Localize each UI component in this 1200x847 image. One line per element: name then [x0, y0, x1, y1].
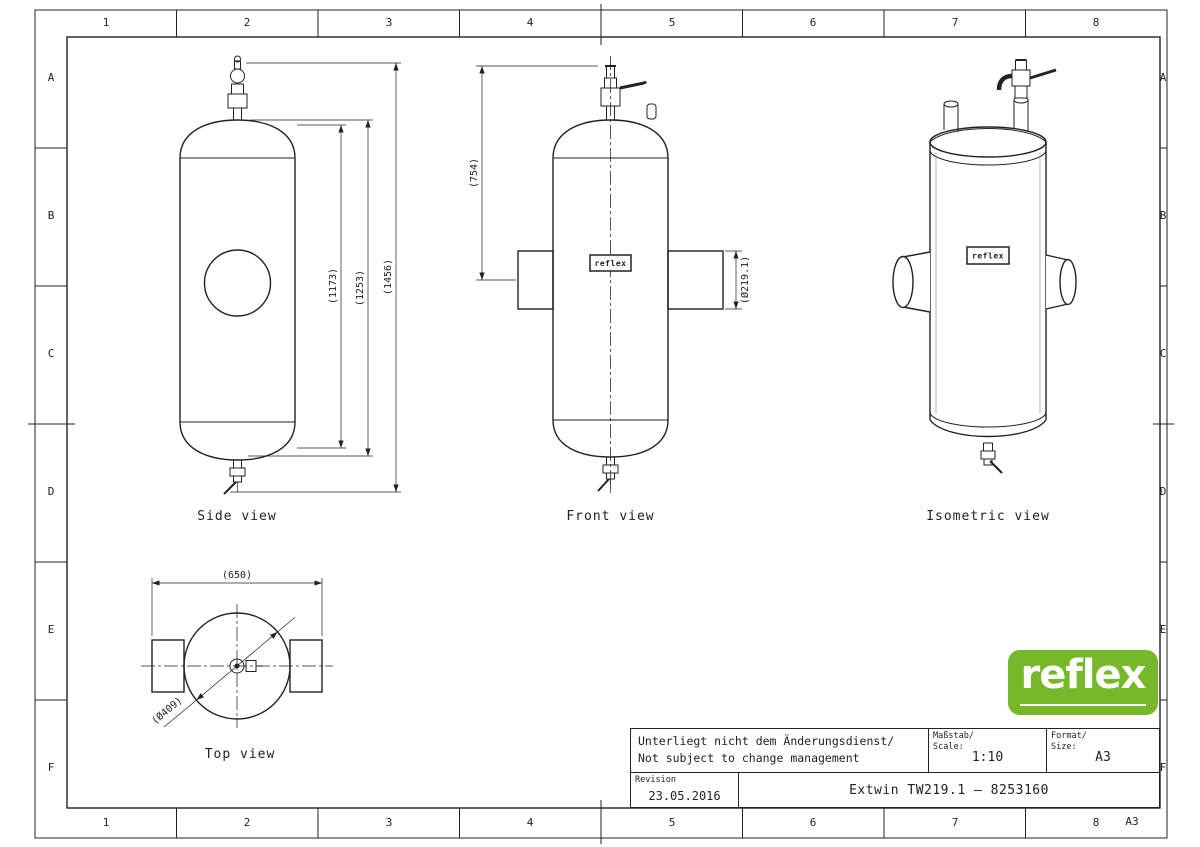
title-block: Unterliegt nicht dem Änderungsdienst/ No…: [630, 728, 1160, 808]
row-label-right: B: [1159, 209, 1167, 222]
change-management-note: Unterliegt nicht dem Änderungsdienst/ No…: [631, 729, 929, 772]
col-label-top: 3: [385, 16, 393, 29]
front-nameplate: [589, 254, 632, 272]
col-label-top: 6: [809, 16, 817, 29]
reflex-logo-underline: [1020, 703, 1146, 706]
col-label-bottom: 1: [102, 816, 110, 829]
iso-view-label: Isometric view: [926, 509, 1050, 524]
col-label-bottom: 8: [1092, 816, 1100, 829]
inner-border: [66, 36, 1161, 809]
iso-nameplate-text: reflex: [972, 252, 1004, 261]
revision-label: Revision: [635, 775, 676, 785]
front-nameplate-text: reflex: [595, 259, 627, 268]
note-line-en: Not subject to change management: [638, 751, 860, 766]
dim-d409-label: (Ø409): [149, 694, 184, 726]
format-label: Format/ Size:: [1051, 731, 1087, 752]
frame-ticks: [28, 4, 1174, 844]
scale-label: Maßstab/ Scale:: [933, 731, 974, 752]
side-view-label: Side view: [197, 509, 276, 524]
row-label-right: A: [1159, 71, 1167, 84]
front-left-nozzle: [517, 250, 554, 310]
row-label-left: C: [47, 347, 55, 360]
side-view: (1173) (1253) (1456) Side view: [179, 55, 401, 524]
col-label-bottom: 7: [951, 816, 959, 829]
col-label-top: 2: [243, 16, 251, 29]
title-block-row2: Revision 23.05.2016 Extwin TW219.1 – 825…: [631, 773, 1159, 808]
row-label-right: C: [1159, 347, 1167, 360]
col-label-bottom: 2: [243, 816, 251, 829]
iso-safety-valve: [996, 59, 1057, 99]
format-value: A3: [1095, 750, 1111, 765]
front-bottom-drain: [597, 456, 619, 493]
side-extension-lines: [230, 62, 401, 493]
row-label-right: F: [1159, 761, 1167, 774]
dim-1173-label: (1173): [328, 268, 339, 304]
front-right-nozzle: [667, 250, 724, 310]
side-nozzle-circle: [203, 249, 272, 317]
outer-border: [34, 9, 1168, 839]
iso-side-nozzles: [892, 251, 1077, 313]
col-label-bottom: 6: [809, 816, 817, 829]
col-label-bottom: 3: [385, 816, 393, 829]
col-label-bottom: 4: [526, 816, 534, 829]
dim-d219-label: (Ø219.1): [739, 256, 751, 304]
front-view: reflex (754) (Ø219.1): [469, 56, 751, 524]
col-label-top: 1: [102, 16, 110, 29]
drawing-title: Extwin TW219.1 – 8253160: [849, 782, 1049, 798]
dim-754-label: (754): [469, 158, 480, 188]
reflex-logo-text: reflex: [1020, 652, 1147, 698]
scale-value: 1:10: [971, 750, 1004, 765]
format-cell: Format/ Size: A3: [1047, 729, 1159, 772]
isometric-view: reflex Isometric view: [892, 59, 1077, 524]
row-label-right: E: [1159, 623, 1167, 636]
title-block-row1: Unterliegt nicht dem Änderungsdienst/ No…: [631, 729, 1159, 773]
row-label-left: A: [47, 71, 55, 84]
row-label-left: D: [47, 485, 55, 498]
iso-nameplate: [966, 246, 1010, 265]
reflex-logo: reflex: [1008, 650, 1158, 715]
front-dim-d219: [725, 250, 742, 310]
revision-cell: Revision 23.05.2016: [631, 773, 739, 808]
scale-cell: Maßstab/ Scale: 1:10: [929, 729, 1047, 772]
dim-1456-label: (1456): [383, 259, 394, 295]
top-dim-650: [151, 578, 323, 636]
row-label-left: E: [47, 623, 55, 636]
dim-650-label: (650): [222, 570, 252, 581]
col-label-top: 8: [1092, 16, 1100, 29]
front-dim-754: [476, 65, 598, 281]
side-bottom-drain: [223, 459, 246, 495]
iso-bottom-drain: [980, 442, 1003, 474]
top-view-label: Top view: [205, 747, 276, 762]
format-corner-label: A3: [1125, 815, 1139, 828]
col-label-top: 7: [951, 16, 959, 29]
col-label-top: 4: [526, 16, 534, 29]
note-line-de: Unterliegt nicht dem Änderungsdienst/: [638, 734, 895, 748]
top-view: (650) (Ø409) Top view: [141, 570, 333, 762]
front-view-label: Front view: [566, 509, 654, 524]
row-label-left: F: [47, 761, 55, 774]
revision-date: 23.05.2016: [648, 788, 721, 803]
row-label-right: D: [1159, 485, 1167, 498]
front-safety-valve: [600, 65, 657, 121]
row-label-left: B: [47, 209, 55, 222]
dim-1253-label: (1253): [355, 270, 366, 306]
iso-top-nozzles: [943, 96, 1029, 132]
col-label-top: 5: [668, 16, 676, 29]
top-center-fitting: [229, 658, 263, 674]
side-top-valve: [227, 55, 248, 121]
col-label-bottom: 5: [668, 816, 676, 829]
top-dim-d409: [163, 617, 296, 728]
